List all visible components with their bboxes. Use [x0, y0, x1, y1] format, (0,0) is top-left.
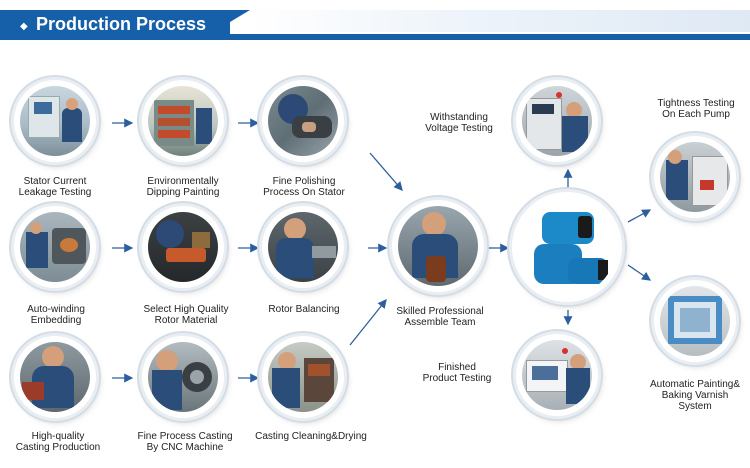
label-winding: Auto-winding Embedding: [27, 304, 85, 326]
header-line: [0, 34, 750, 40]
photo-auto-winding: [14, 206, 96, 288]
label-painting: Automatic Painting& Baking Varnish Syste…: [649, 379, 741, 412]
section-header: ◆ Production Process: [0, 0, 750, 40]
photo-cnc-machine: [142, 336, 224, 418]
photo-stator-testing: [14, 80, 96, 162]
label-polishing: Fine Polishing Process On Stator: [263, 176, 345, 198]
photo-fine-polishing: [262, 80, 344, 162]
photo-rotor-balancing: [262, 206, 344, 288]
label-assemble: Skilled Professional Assemble Team: [396, 306, 484, 328]
label-cleaning: Casting Cleaning&Drying: [255, 431, 367, 442]
arrow: [349, 298, 387, 346]
label-cnc: Fine Process Casting By CNC Machine: [137, 431, 233, 453]
photo-voltage-testing: [516, 80, 598, 162]
photo-finished-testing: [516, 334, 598, 416]
label-dipping: Environmentally Dipping Painting: [146, 176, 220, 198]
header-gradient: [250, 10, 750, 32]
label-finished: Finished Product Testing: [422, 362, 492, 384]
label-rotor-balancing: Rotor Balancing: [268, 304, 340, 315]
arrow: [627, 264, 652, 281]
photo-automatic-painting: [654, 280, 736, 362]
page-title: Production Process: [36, 14, 207, 34]
label-voltage: Withstanding Voltage Testing: [425, 112, 493, 134]
photo-casting-production: [14, 336, 96, 418]
arrow: [369, 152, 403, 191]
label-stator: Stator Current Leakage Testing: [18, 176, 92, 198]
label-tightness: Tightness Testing On Each Pump: [657, 98, 735, 120]
photo-casting-cleaning: [262, 336, 344, 418]
photo-tightness-testing: [654, 136, 736, 218]
diamond-icon: ◆: [20, 21, 28, 32]
photo-rotor-material: [142, 206, 224, 288]
arrow: [627, 209, 652, 223]
label-casting: High-quality Casting Production: [15, 431, 101, 453]
photo-pump-product: [512, 192, 622, 302]
label-rotor-material: Select High Quality Rotor Material: [143, 304, 229, 326]
photo-assemble-team: [392, 200, 484, 292]
photo-dipping-painting: [142, 80, 224, 162]
